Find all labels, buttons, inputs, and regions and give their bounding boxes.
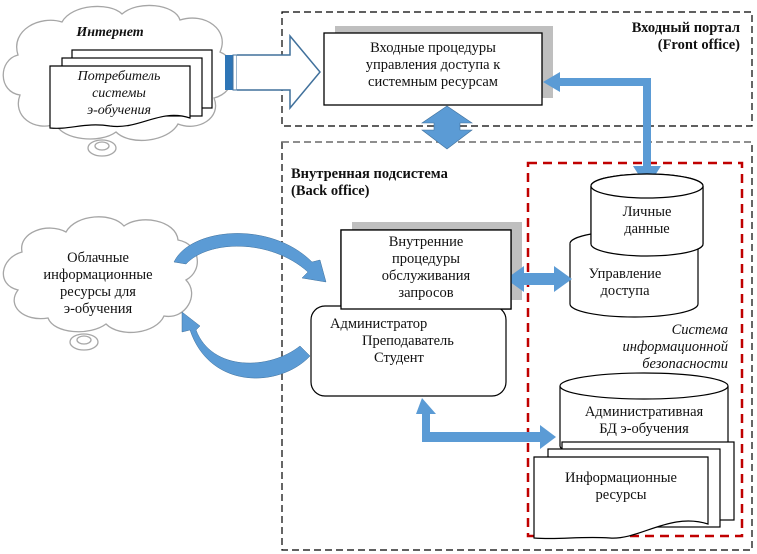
- users-to-admin-db-arrow: [416, 398, 556, 449]
- consumer-label: Потребитель системы э-обучения: [52, 68, 186, 119]
- internal-procedures-line: запросов: [398, 285, 454, 301]
- info-resources-document-stack: [533, 441, 735, 540]
- front-office-title: Входный портал (Front office): [560, 20, 740, 54]
- admin-db-line: БД э-обучения: [599, 421, 689, 437]
- info-resources-label: Информационные ресурсы: [534, 470, 708, 504]
- back-office-title: Внутренная подсистема (Back office): [291, 166, 531, 200]
- internet-to-portal-arrow: [225, 33, 321, 111]
- internal-procedures-line: Внутренние: [388, 234, 464, 250]
- cloud-resources-label: Облачные информационные ресурсы для э-об…: [18, 250, 178, 318]
- front-procedures-label: Входные процедуры управления доступа к с…: [324, 40, 542, 91]
- access-control-label: Управление доступа: [570, 266, 680, 300]
- front-procedures-box: [323, 32, 543, 106]
- access-control-line: Управление: [588, 266, 662, 282]
- front-back-double-arrow: [421, 105, 473, 150]
- cloud-resources-line: Облачные: [67, 250, 129, 266]
- cloud-resources-line: ресурсы для: [60, 284, 136, 300]
- internal-procedures-label: Внутренние процедуры обслуживания запрос…: [341, 234, 511, 302]
- user-role-teacher: Преподаватель: [362, 333, 454, 349]
- info-resources-line: Информационные: [565, 470, 677, 486]
- security-system-line: информационной: [622, 339, 728, 355]
- personal-data-line: Личные: [622, 204, 672, 220]
- users-label: Администратор Преподаватель Студент: [312, 316, 492, 367]
- consumer-line: Потребитель: [77, 69, 161, 84]
- consumer-document-stack: [49, 49, 213, 129]
- cloud-resources-line: э-обучения: [63, 301, 133, 317]
- back-office-title-line: (Back office): [291, 183, 370, 199]
- front-procedures-line: Входные процедуры: [370, 40, 496, 56]
- security-system-boundary: [526, 161, 744, 538]
- internet-label: Интернет: [76, 25, 144, 40]
- security-system-line: безопасности: [642, 356, 728, 372]
- internal-procedures-line: обслуживания: [381, 268, 471, 284]
- cloud-to-users-curved-arrow: [173, 233, 327, 283]
- access-control-line: доступа: [600, 283, 650, 299]
- front-office-title-line: (Front office): [657, 37, 740, 53]
- personal-data-to-portal-arrow: [543, 72, 661, 188]
- consumer-line: системы: [92, 86, 146, 101]
- back-office-title-line: Внутренная подсистема: [291, 166, 448, 182]
- personal-data-label: Личные данные: [591, 204, 703, 238]
- front-procedures-line: системным ресурсам: [368, 74, 498, 90]
- admin-db-cylinder: [559, 372, 729, 460]
- info-resources-line: ресурсы: [595, 487, 647, 503]
- security-system-label: Система информационной безопасности: [570, 322, 728, 373]
- user-role-student: Студент: [374, 350, 424, 366]
- consumer-line: э-обучения: [86, 103, 152, 118]
- security-system-line: Система: [671, 322, 728, 338]
- internal-access-double-arrow: [506, 266, 572, 292]
- access-control-cylinder: [569, 233, 699, 318]
- users-to-cloud-curved-arrow: [181, 311, 311, 379]
- admin-db-label: Административная БД э-обучения: [560, 404, 728, 438]
- personal-data-line: данные: [624, 221, 670, 237]
- front-procedures-line: управления доступа к: [365, 57, 501, 73]
- cloud-resources-line: информационные: [43, 267, 153, 283]
- front-office-title-line: Входный портал: [631, 20, 740, 36]
- user-role-admin: Администратор: [330, 316, 428, 332]
- cloud-resources-cloud: [2, 216, 198, 351]
- internal-procedures-line: процедуры: [392, 251, 460, 267]
- admin-db-line: Административная: [584, 404, 704, 420]
